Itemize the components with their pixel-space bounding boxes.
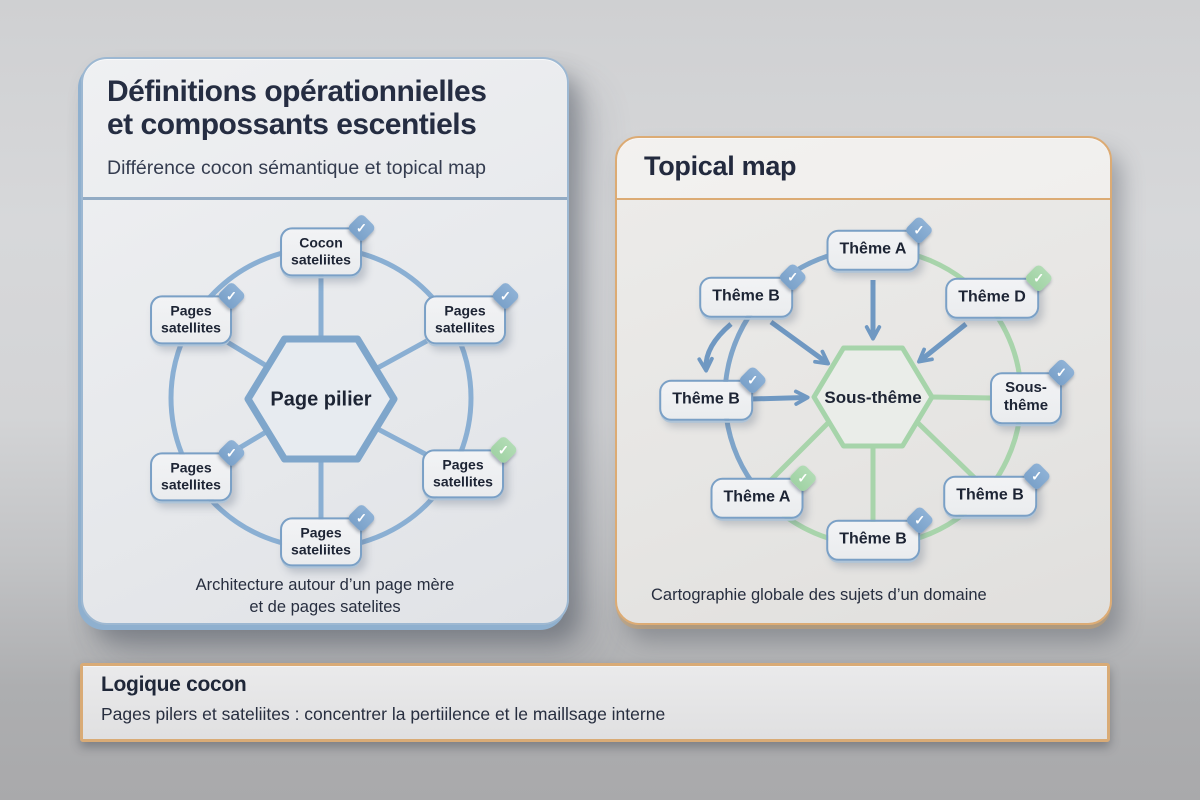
cocon-panel-title: Définitions opérationnielles et compossa… xyxy=(107,75,487,141)
topical-map-panel: Topical map Sous-thême ✓ Thême A ✓ xyxy=(615,136,1112,625)
node-theme-b-bottom: ✓ Thême B xyxy=(826,505,935,561)
subtheme-hexagon xyxy=(811,345,935,449)
cocon-panel-subtitle: Différence cocon sémantique et topical m… xyxy=(107,157,487,179)
theme-arrows xyxy=(697,280,968,406)
node-sous-theme-right: ✓ Sous-thême xyxy=(990,357,1077,424)
logique-cocon-bar: Logique cocon Pages pilers et sateliites… xyxy=(80,663,1110,742)
subtheme-links xyxy=(761,394,994,522)
topical-map-title: Topical map xyxy=(644,151,797,181)
theme-ring-blue xyxy=(722,246,874,494)
cocon-panel: Définitions opérationnielles et compossa… xyxy=(81,57,569,625)
logique-cocon-subtitle: Pages pilers et sateliites : concentrer … xyxy=(101,704,666,724)
pillar-hexagon xyxy=(244,335,398,463)
logique-cocon-title: Logique cocon xyxy=(101,673,247,696)
node-theme-a-lower-left: ✓ Thême A xyxy=(710,463,818,519)
node-theme-b-mid-left: ✓ Thême B xyxy=(659,365,768,421)
pillar-page-label: Page pilier xyxy=(270,388,372,411)
node-theme-b-lower-right: ✓ Thême B xyxy=(943,461,1052,517)
header-divider xyxy=(83,197,567,200)
topical-map-caption: Cartographie globale des sujets d’un dom… xyxy=(651,586,987,604)
subtheme-hexagon-label: Sous-thême xyxy=(824,388,922,407)
node-theme-d-upper-right: ✓ Thême D xyxy=(945,263,1054,319)
cocon-caption: Architecture autour d’un page mère et de… xyxy=(195,576,455,617)
topical-map-diagram xyxy=(697,246,1024,548)
node-theme-a-top: ✓ Thême A xyxy=(826,215,934,271)
topical-map-header: Topical map xyxy=(617,138,1110,200)
node-theme-b-upper-left: ✓ Thême B xyxy=(699,262,808,318)
